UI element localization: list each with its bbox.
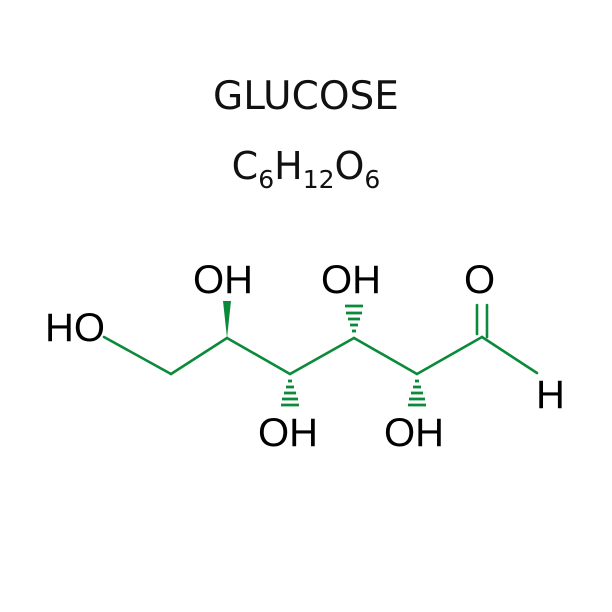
bond-c4-c5 xyxy=(352,336,419,376)
formula-element-c: C xyxy=(231,144,259,188)
compound-name-title: GLUCOSE xyxy=(213,74,399,119)
formula-subscript-c: 6 xyxy=(258,165,275,194)
hash-bond-c5 xyxy=(408,379,426,407)
label-oh-c4: OH xyxy=(321,258,381,302)
bond-c6-h xyxy=(480,335,539,375)
label-o-carbonyl: O xyxy=(464,258,495,302)
bond-o-c1 xyxy=(102,335,173,376)
molecular-formula: C6H12O6 xyxy=(0,142,612,195)
label-oh-c2: OH xyxy=(193,258,253,302)
label-oh-c3: OH xyxy=(258,411,318,455)
formula-subscript-o: 6 xyxy=(364,165,381,194)
bond-c1-c2 xyxy=(169,336,229,376)
bond-c2-c3 xyxy=(225,336,292,376)
label-oh-c5: OH xyxy=(384,411,444,455)
formula-subscript-h: 12 xyxy=(302,165,335,194)
formula-element-h: H xyxy=(274,144,303,188)
wedge-bond-c2 xyxy=(223,301,231,338)
label-ho-terminal: HO xyxy=(45,306,105,350)
hash-bond-c3 xyxy=(281,379,299,407)
formula-element-o: O xyxy=(334,144,365,188)
bond-group xyxy=(102,303,539,376)
bond-c3-c4 xyxy=(288,336,356,376)
bond-c5-c6 xyxy=(415,335,484,376)
label-h-aldehyde: H xyxy=(536,373,565,417)
hash-bond-c4 xyxy=(345,304,363,333)
